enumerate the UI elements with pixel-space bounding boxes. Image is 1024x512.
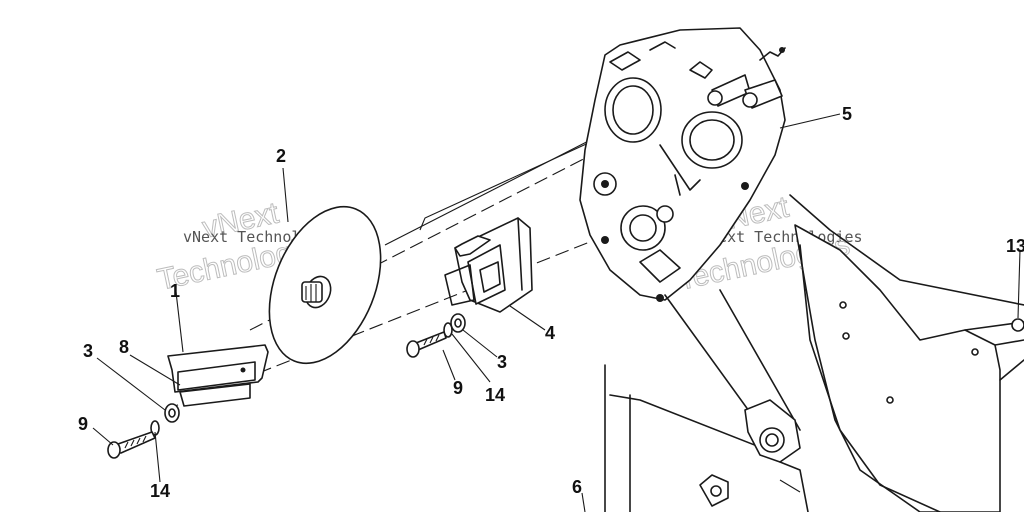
part-disc [268, 205, 382, 365]
callout-14-middle: 14 [485, 385, 505, 405]
left-hardware [107, 403, 180, 459]
callout-9-middle: 9 [453, 378, 463, 398]
callout-3-left: 3 [83, 341, 93, 361]
part-side-panel [789, 194, 1024, 512]
callout-14-left: 14 [150, 481, 170, 501]
part-mount-bracket [444, 217, 533, 313]
leader-lines [92, 113, 1021, 512]
part-bracket-plate [167, 344, 269, 407]
callout-labels: 2 1 3 8 9 14 9 3 14 4 5 13 6 [78, 104, 1024, 501]
middle-hardware [406, 313, 466, 358]
callout-8: 8 [119, 337, 129, 357]
callout-2: 2 [276, 146, 286, 166]
part-gearbox-housing [579, 27, 786, 302]
callout-9-left: 9 [78, 414, 88, 434]
callout-4: 4 [545, 323, 555, 343]
callout-13: 13 [1006, 236, 1024, 256]
callout-6: 6 [572, 477, 582, 497]
callout-3-middle: 3 [497, 352, 507, 372]
callout-1: 1 [170, 281, 180, 301]
part-lower-frame [604, 289, 809, 512]
callout-5: 5 [842, 104, 852, 124]
